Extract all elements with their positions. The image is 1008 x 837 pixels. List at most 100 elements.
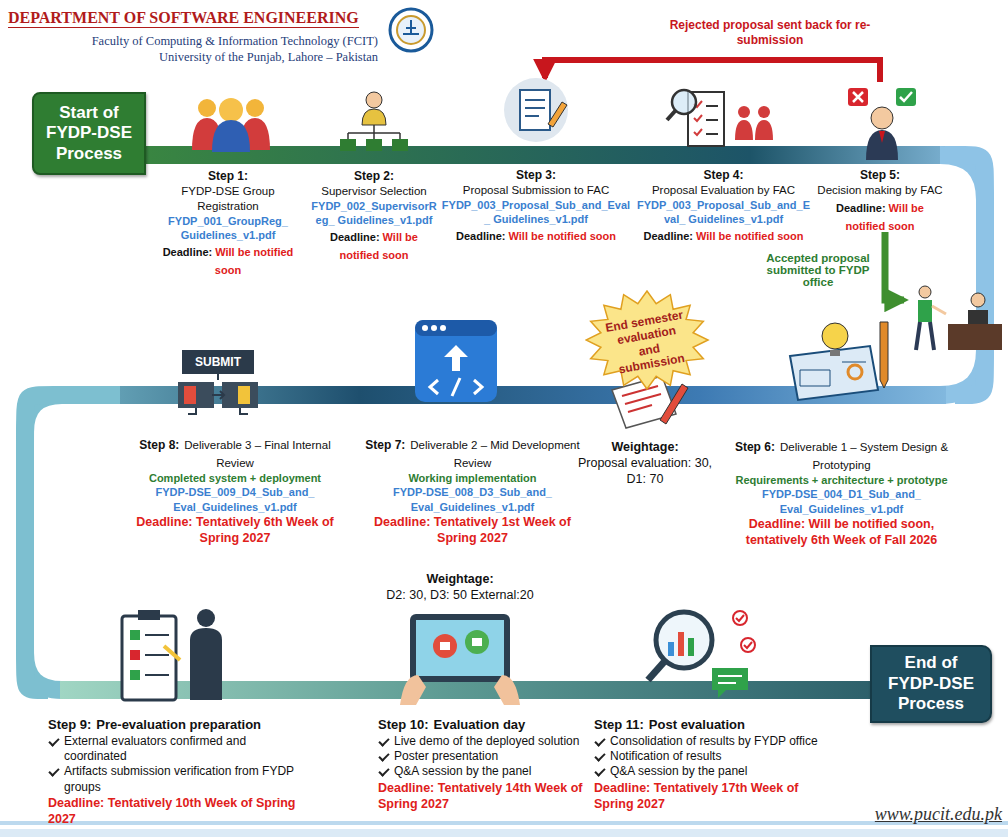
flow-connector	[310, 681, 378, 699]
node-text: FYDP_003_Proposal_Sub_and_Eval_ Guidelin…	[440, 198, 632, 226]
flow-connector	[25, 395, 120, 690]
flow-connector	[146, 146, 150, 164]
process-step: Step 8:Deliverable 3 – Final Internal Re…	[120, 345, 350, 546]
node-text: External evaluators confirmed and coordi…	[48, 734, 310, 765]
node-text: Deadline: Tentatively 10th Week of Sprin…	[48, 795, 310, 827]
process-step: Step 6: Deliverable 1 – System Design & P…	[728, 322, 955, 548]
node-text: Decision making by FAC	[815, 183, 945, 198]
node-text: FYDP-DSE Group Registration	[150, 184, 306, 213]
process-step: Step 2:Supervisor SelectionFYDP_002_Supe…	[310, 85, 438, 263]
development-icon	[415, 320, 497, 402]
node-text: Notification of results	[594, 749, 826, 764]
node-text: Start of FYDP-DSE Process	[40, 103, 138, 164]
node-text: FYDP_001_GroupReg_ Guidelines_v1.pdf	[150, 214, 306, 242]
node-text: Consolidation of results by FYDP office	[594, 734, 826, 749]
proposal-icon	[504, 78, 568, 142]
node-text: Working implementation	[365, 471, 580, 485]
node-text: Deadline: Tentatively 1st Week of Spring…	[365, 514, 580, 546]
decision-step: Step 5:Decision making by FACDeadline:Wi…	[815, 82, 945, 234]
node-text: Deadline: Tentatively 6th Week of Spring…	[120, 514, 350, 546]
node-text: Evaluation day	[434, 717, 526, 732]
node-text: Step 10:	[378, 717, 429, 732]
start-terminal: Start of FYDP-DSE Process	[32, 92, 146, 175]
flow-note: Accepted proposal submitted to FYDP offi…	[766, 252, 870, 288]
footer-bar	[0, 829, 1008, 837]
node-text: Step 6:	[735, 440, 775, 454]
node-text: FYDP-DSE_008_D3_Sub_and_ Eval_Guidelines…	[365, 485, 580, 513]
evaluation-icon	[667, 90, 773, 146]
checklist-icon	[122, 609, 222, 700]
node-text: Post evaluation	[649, 717, 745, 732]
edge-label: Rejected proposal sent back for re-submi…	[650, 18, 890, 48]
node-text: Step 7:	[365, 438, 405, 452]
reject-arrow	[545, 60, 880, 82]
accept-arrow	[885, 232, 904, 300]
node-text: Step 2:	[310, 169, 438, 184]
flow-connector	[945, 155, 985, 395]
weightage-value: Proposal evaluation: 30, D1: 70	[574, 456, 716, 487]
node-text: Q&A session by the panel	[594, 764, 826, 779]
node-text: End of FYDP-DSE Process	[878, 653, 984, 714]
node-text: Deadline:	[836, 202, 886, 214]
node-text: FYDP_003_Proposal_Sub_and_Eval_ Guidelin…	[636, 198, 811, 226]
node-text: Step 4:	[636, 168, 811, 183]
node-text: Deliverable 1 – System Design & Prototyp…	[780, 441, 948, 471]
node-text: Deadline:	[163, 246, 213, 258]
process-step: Step 4:Proposal Evaluation by FACFYDP_00…	[636, 80, 811, 244]
process-step: Step 1:FYDP-DSE Group RegistrationFYDP_0…	[150, 85, 306, 278]
node-text: Poster presentation	[378, 749, 588, 764]
analysis-icon	[648, 611, 755, 698]
footer-bar	[0, 821, 1008, 825]
process-step: Step 3:Proposal Submission to FACFYDP_00…	[440, 78, 632, 244]
node-text: Completed system + deployment	[120, 471, 350, 485]
process-step: Step 10: Evaluation dayLive demo of the d…	[378, 610, 588, 812]
starburst-callout: End semester evaluation and submission	[585, 290, 710, 420]
decision-icon	[848, 88, 916, 160]
node-text: FYDP_002_SupervisorReg_ Guidelines_v1.pd…	[310, 199, 438, 227]
university-name: University of the Punjab, Lahore – Pakis…	[8, 50, 378, 65]
office-icon	[916, 286, 1002, 350]
submit-icon	[178, 350, 258, 414]
node-text: Step 9:	[48, 717, 91, 732]
node-text: Deadline: Tentatively 17th Week of Sprin…	[594, 780, 826, 812]
process-step: Step 11: Post evaluationConsolidation of …	[594, 600, 826, 812]
node-text: Step 3:	[440, 168, 632, 183]
tablet-icon	[400, 614, 520, 705]
flow-connector	[811, 146, 815, 164]
process-step: Step 7: Deliverable 2 – Mid Development R…	[365, 315, 580, 546]
university-logo	[390, 9, 432, 51]
node-text: Step 1:	[150, 169, 306, 184]
node-text: Pre-evaluation preparation	[96, 717, 261, 732]
flow-connector	[632, 146, 636, 164]
flow-connector	[710, 386, 728, 404]
sign-text: SUBMIT	[182, 355, 254, 369]
flow-connector	[350, 386, 365, 404]
supervisor-icon	[340, 92, 408, 151]
node-text: Will be notified soon	[696, 230, 803, 242]
node-text: Deadline:	[644, 230, 694, 242]
node-text: Artifacts submission verification from F…	[48, 764, 310, 795]
node-text: Supervisor Selection	[310, 184, 438, 199]
starburst-outline	[586, 291, 708, 389]
node-text: Proposal Evaluation by FAC	[636, 183, 811, 198]
flow-connector	[826, 681, 870, 699]
node-text: Live demo of the deployed solution	[378, 734, 588, 749]
node-text: Deliverable 2 – Mid Development Review	[410, 439, 579, 469]
node-text: Requirements + architecture + prototype	[728, 473, 955, 487]
node-text: FYDP-DSE_004_D1_Sub_and_ Eval_Guidelines…	[728, 487, 955, 515]
flow-connector	[306, 146, 310, 164]
node-text: Deadline:	[330, 231, 380, 243]
node-text: Deadline: Tentatively 14th Week of Sprin…	[378, 780, 588, 812]
end-terminal: End of FYDP-DSE Process	[870, 645, 992, 723]
node-text: Step 11:	[594, 717, 644, 732]
node-text: FYDP-DSE_009_D4_Sub_and_ Eval_Guidelines…	[120, 485, 350, 513]
node-text: Will be notified soon	[509, 230, 616, 242]
page-title: DEPARTMENT OF SOFTWARE ENGINEERING	[8, 8, 359, 28]
node-text: Will be notified soon	[215, 246, 293, 276]
group-icon	[192, 98, 270, 152]
node-text: Deliverable 3 – Final Internal Review	[184, 439, 330, 469]
website-url: www.pucit.edu.pk	[836, 804, 1002, 825]
